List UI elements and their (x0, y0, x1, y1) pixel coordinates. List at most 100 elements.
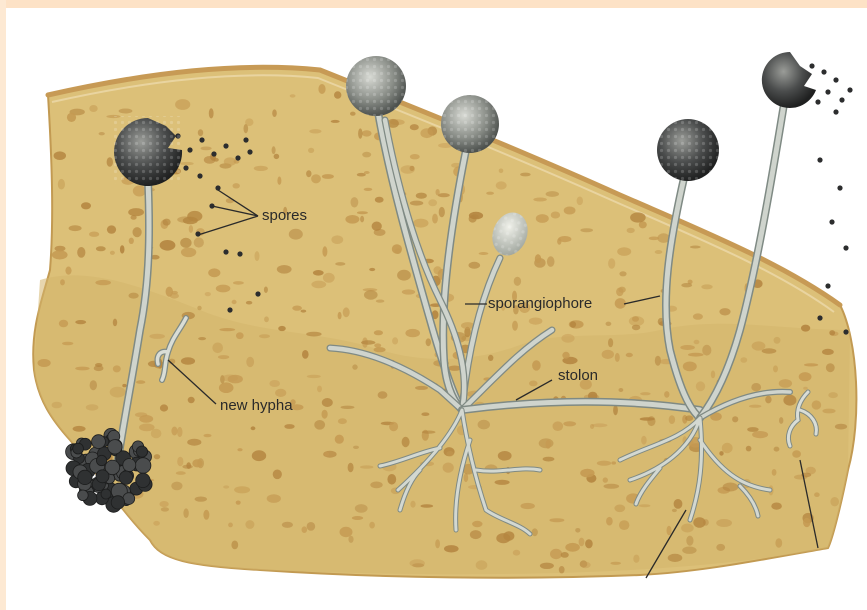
pore (331, 120, 340, 123)
pore (180, 238, 191, 248)
pore (579, 538, 585, 547)
pore (201, 147, 212, 151)
pore (549, 518, 564, 522)
pore (94, 365, 104, 371)
pore (198, 337, 206, 340)
pore (422, 431, 436, 434)
pore (498, 451, 512, 461)
spore (817, 315, 822, 320)
pore (533, 198, 547, 202)
pore (779, 417, 783, 424)
pore (694, 340, 700, 345)
pore (597, 461, 611, 466)
spore (809, 63, 814, 68)
pore (351, 197, 359, 207)
label-stolon: stolon (558, 368, 598, 384)
pore (627, 228, 635, 233)
pore (674, 499, 683, 509)
pore (410, 501, 415, 508)
pore (187, 439, 201, 446)
pore (410, 559, 425, 567)
pore (640, 417, 655, 421)
pore (362, 152, 371, 158)
pore (228, 375, 243, 384)
pore (495, 480, 510, 485)
pore (107, 157, 113, 167)
pore (488, 355, 493, 361)
pore (680, 345, 695, 350)
pore (317, 386, 322, 393)
spore (839, 97, 844, 102)
pore (771, 503, 782, 510)
pore (765, 396, 771, 404)
pore (746, 446, 752, 452)
pore (762, 348, 777, 353)
pore (581, 562, 591, 568)
pore (284, 424, 294, 429)
pore (171, 427, 177, 436)
pore (543, 457, 555, 462)
pore (469, 212, 483, 220)
pore (324, 452, 329, 457)
spore (197, 173, 202, 178)
pore (151, 429, 162, 438)
pore (716, 544, 725, 551)
pore (362, 130, 372, 136)
pore (335, 435, 344, 444)
pore (209, 108, 214, 118)
pore (693, 313, 703, 319)
pore (212, 343, 223, 354)
pore (218, 355, 229, 359)
pore (122, 384, 126, 387)
pore (561, 552, 569, 558)
spore (837, 185, 842, 190)
pore (681, 283, 692, 287)
pore (397, 270, 411, 281)
pore (402, 289, 415, 294)
pore (341, 406, 355, 409)
cluster-spore (136, 473, 150, 487)
pore (176, 471, 186, 475)
pore (292, 306, 302, 311)
pore (160, 501, 169, 507)
cluster-spore (135, 458, 151, 474)
pore (188, 397, 195, 403)
pore (822, 349, 834, 355)
pore (309, 129, 321, 133)
pore (551, 212, 560, 219)
pore (410, 124, 419, 130)
pore (352, 364, 357, 369)
pore (655, 250, 663, 254)
pore (353, 446, 359, 449)
pore (322, 246, 327, 256)
pore (690, 246, 701, 249)
pore (432, 214, 438, 224)
pore (550, 549, 562, 559)
pore (619, 520, 629, 530)
pore (536, 214, 549, 223)
pore (181, 248, 196, 258)
pore (113, 319, 117, 327)
pore (236, 501, 241, 505)
pore (626, 353, 633, 357)
pore (322, 410, 328, 419)
spore (825, 283, 830, 288)
pore (234, 486, 250, 493)
pore (269, 380, 280, 387)
cluster-spore (108, 440, 122, 454)
pore (228, 523, 233, 528)
pore (278, 326, 286, 331)
pore (830, 497, 839, 506)
pore (389, 422, 398, 431)
pore (264, 316, 269, 322)
pore (245, 118, 253, 126)
cluster-spore (123, 459, 136, 472)
pore (75, 320, 86, 324)
pore (107, 225, 116, 233)
pore (335, 262, 345, 266)
pore (131, 215, 137, 220)
pore (814, 492, 820, 497)
pore (161, 507, 169, 511)
pore (421, 412, 429, 416)
pore (603, 477, 608, 482)
